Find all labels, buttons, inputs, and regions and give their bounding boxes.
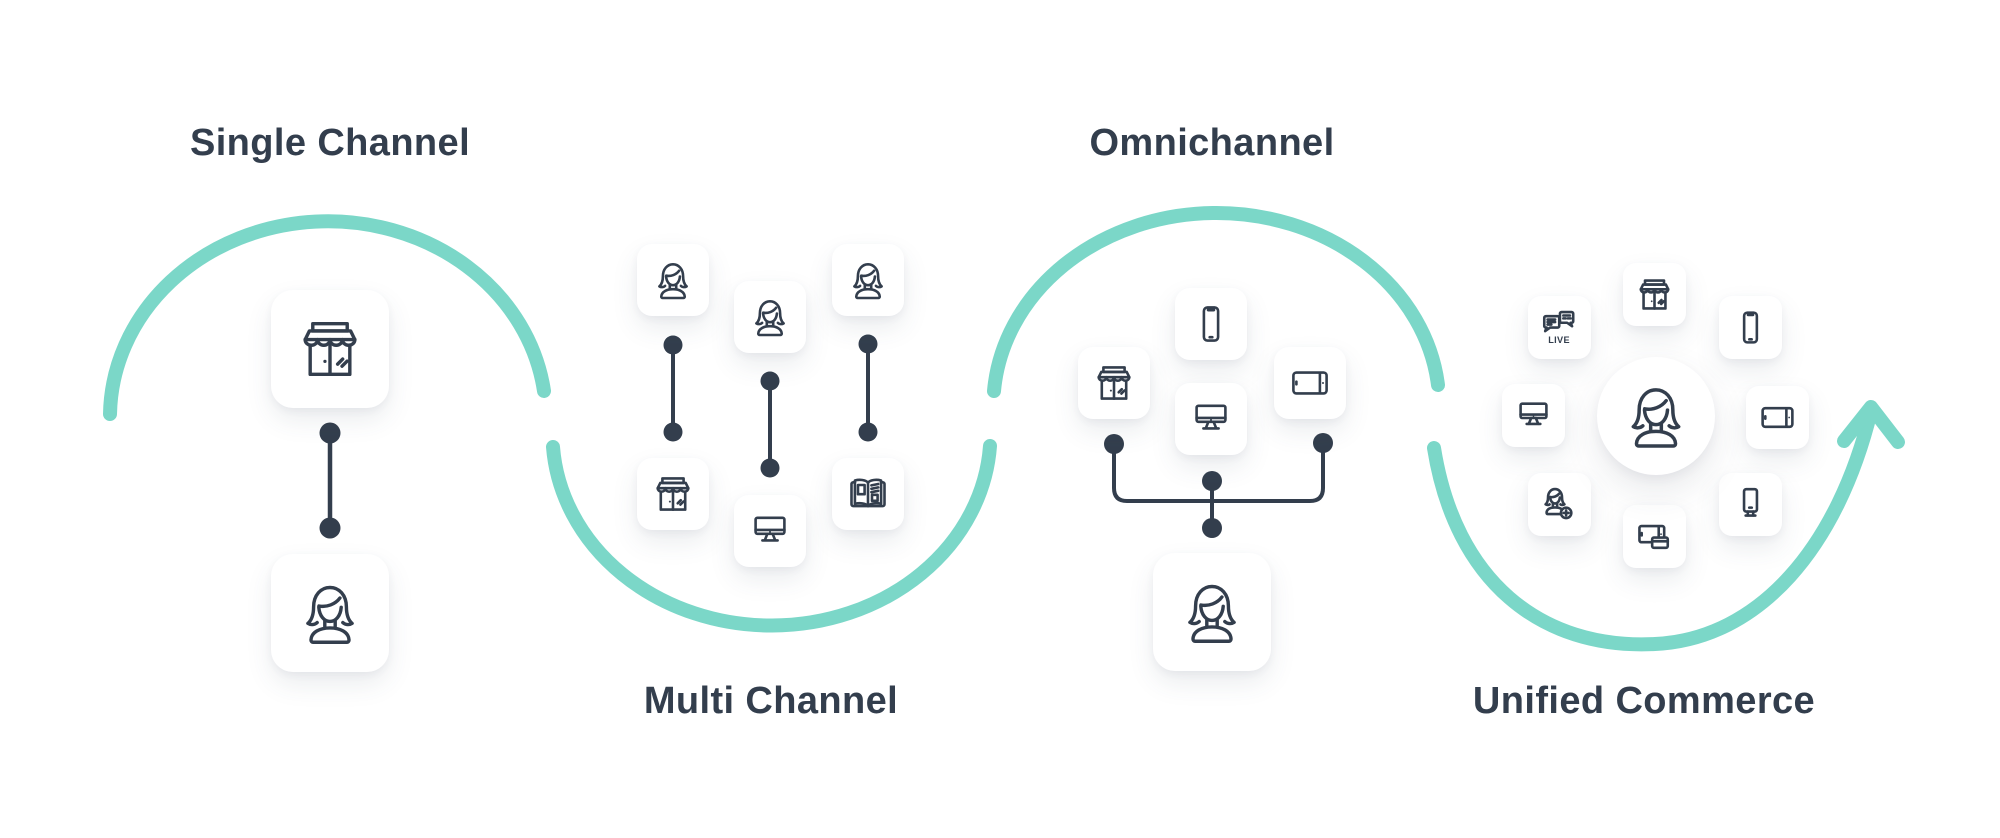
multi-channel-customer-card-2	[734, 281, 806, 353]
store-icon	[291, 310, 369, 388]
desktop-icon	[1512, 394, 1555, 437]
unified-commerce-title: Unified Commerce	[1472, 680, 1816, 722]
omnichannel-tablet-card	[1274, 347, 1346, 419]
unified-smartphone-card	[1719, 296, 1782, 359]
multi-channel-store-card	[637, 458, 709, 530]
live-chat-icon	[1538, 306, 1581, 349]
catalog-icon	[844, 470, 892, 518]
wave-arc-omnichannel	[987, 206, 1445, 398]
wave-trough-multi-channel	[546, 439, 997, 633]
unified-kiosk-card	[1719, 473, 1782, 536]
unified-pos-payment-card	[1623, 505, 1686, 568]
unified-desktop-card	[1502, 384, 1565, 447]
smartphone-icon	[1729, 306, 1772, 349]
customer-icon	[746, 293, 794, 341]
multi-channel-customer-card-3	[832, 244, 904, 316]
customer-icon	[844, 256, 892, 304]
multi-channel-customer-card-1	[637, 244, 709, 316]
kiosk-icon	[1729, 483, 1772, 526]
omnichannel-customer-card	[1153, 553, 1271, 671]
multi-channel-desktop-card	[734, 495, 806, 567]
omnichannel-title: Omnichannel	[1089, 122, 1335, 164]
multi-channel-title: Multi Channel	[643, 680, 899, 722]
unified-store-card	[1623, 263, 1686, 326]
arrow-up-icon	[1837, 400, 1905, 449]
desktop-icon	[746, 507, 794, 555]
store-icon	[1633, 273, 1676, 316]
single-channel-connector	[319, 422, 341, 539]
omnichannel-smartphone-card	[1175, 288, 1247, 360]
customer-icon	[649, 256, 697, 304]
multi-channel-connectors	[663, 334, 878, 478]
multi-channel-catalog-card	[832, 458, 904, 530]
evolution-wave-curve	[103, 206, 1905, 652]
omnichannel-connector	[1104, 433, 1333, 538]
desktop-icon	[1187, 395, 1235, 443]
wave-arc-single-channel	[103, 214, 551, 421]
tablet-icon	[1286, 359, 1334, 407]
single-channel-customer-card	[271, 554, 389, 672]
store-icon	[1090, 359, 1138, 407]
unified-live-chat-card	[1528, 296, 1591, 359]
tablet-icon	[1756, 396, 1799, 439]
unified-customer-hub	[1597, 357, 1715, 475]
customer-icon	[1173, 573, 1251, 651]
smartphone-icon	[1187, 300, 1235, 348]
omnichannel-desktop-card	[1175, 383, 1247, 455]
unified-tablet-card	[1746, 386, 1809, 449]
single-channel-title: Single Channel	[189, 122, 471, 164]
add-customer-icon	[1538, 483, 1581, 526]
wave-trough-unified-commerce	[1427, 404, 1878, 652]
omnichannel-store-card	[1078, 347, 1150, 419]
store-icon	[649, 470, 697, 518]
customer-icon	[291, 574, 369, 652]
pos-payment-icon	[1633, 515, 1676, 558]
single-channel-store-card	[271, 290, 389, 408]
customer-icon	[1616, 376, 1696, 456]
unified-add-customer-card	[1528, 473, 1591, 536]
